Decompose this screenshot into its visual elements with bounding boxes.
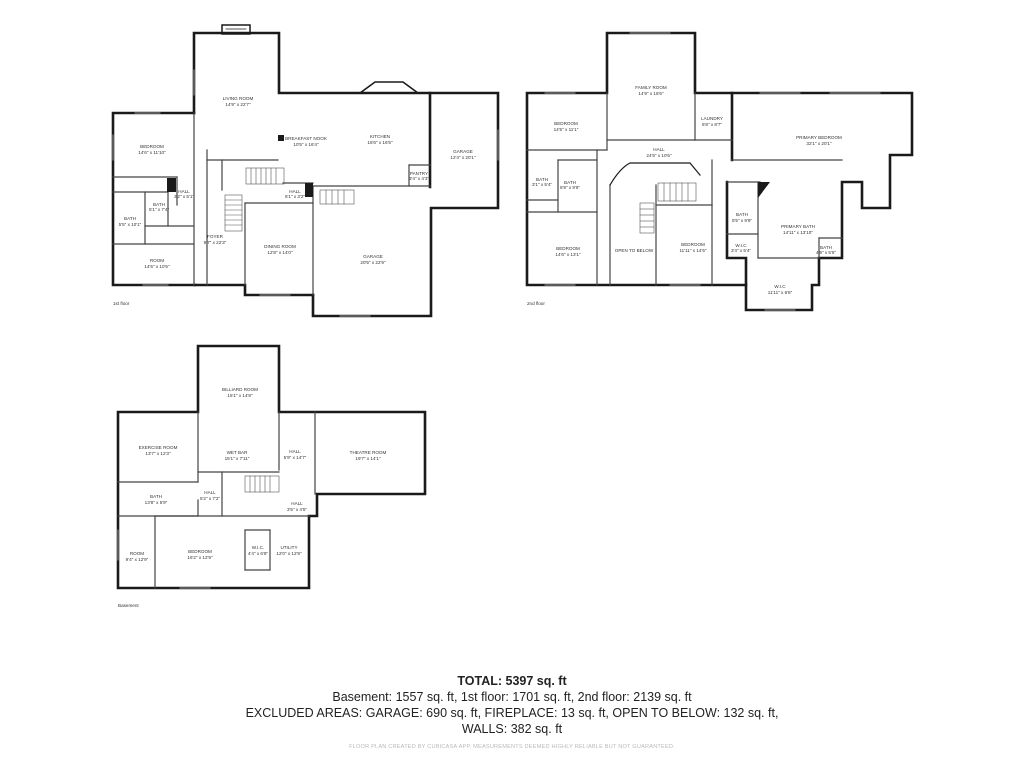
room-name-first-bath_a: BATH	[153, 202, 165, 207]
basement-plan	[116, 344, 427, 590]
room-dimensions-second-primary_bath: 14'11" x 13'10"	[783, 230, 813, 235]
room-name-second-bath_pb: BATH	[820, 245, 832, 250]
room-name-first-dining: DINING ROOM	[264, 244, 296, 249]
room-dimensions-first-pantry: 3'4" x 4'3"	[409, 176, 429, 181]
room-name-second-wic_small: W.I.C	[735, 243, 747, 248]
room-dimensions-basement-billiard: 15'1" x 14'8"	[227, 393, 253, 398]
second-floor-plan	[525, 31, 914, 312]
room-dimensions-first-bedroom: 14'6" x 11'10"	[138, 150, 166, 155]
floor-label-basement: Basement	[118, 603, 139, 608]
room-dimensions-basement-hall_a: 5'9" x 14'7"	[284, 455, 307, 460]
room-name-basement-hall_a: HALL	[289, 449, 301, 454]
floor-label-second: 2nd floor	[527, 301, 545, 306]
room-dimensions-second-wic_small: 3'4" x 5'4"	[731, 248, 751, 253]
room-name-basement-hall_b: HALL	[204, 490, 216, 495]
room-name-basement-wic: W.I.C.	[252, 545, 265, 550]
room-name-second-primary_bath: PRIMARY BATH	[781, 224, 815, 229]
room-dimensions-second-bath_e: 5'5" x 9'9"	[732, 218, 752, 223]
room-dimensions-first-bath_b: 5'5" x 10'1"	[119, 222, 142, 227]
room-name-first-garage_large: GARAGE	[363, 254, 383, 259]
room-name-first-hall_a: HALL	[178, 189, 190, 194]
room-dimensions-basement-wet_bar: 15'1" x 7'11"	[225, 456, 250, 461]
room-dimensions-second-bath_pb: 4'9" x 5'5"	[816, 250, 836, 255]
room-name-second-bedroom_s: BEDROOM	[681, 242, 705, 247]
room-name-basement-wet_bar: WET BAR	[227, 450, 249, 455]
room-name-basement-bath: BATH	[150, 494, 162, 499]
disclaimer: FLOOR PLAN CREATED BY CUBICASA APP. MEAS…	[349, 744, 675, 750]
room-name-second-otb: OPEN TO BELOW	[615, 248, 654, 253]
floor-label-first: 1st floor	[113, 301, 130, 306]
floor-areas: Basement: 1557 sq. ft, 1st floor: 1701 s…	[332, 690, 692, 704]
room-name-second-primary_bed: PRIMARY BEDROOM	[796, 135, 842, 140]
room-dimensions-second-hall: 24'5" x 10'6"	[646, 153, 672, 158]
room-dimensions-first-garage_small: 12'4" x 20'1"	[450, 155, 476, 160]
room-name-first-bedroom: BEDROOM	[140, 144, 164, 149]
room-dimensions-second-family: 14'9" x 16'6"	[638, 91, 664, 96]
room-dimensions-first-room: 14'5" x 10'5"	[144, 264, 170, 269]
room-name-second-hall: HALL	[653, 147, 665, 152]
room-name-first-bath_b: BATH	[124, 216, 136, 221]
room-name-second-bedroom_nw: BEDROOM	[554, 121, 578, 126]
room-dimensions-second-primary_bed: 32'1" x 20'1"	[806, 141, 832, 146]
room-name-basement-utility: UTILITY	[280, 545, 297, 550]
room-name-first-room: ROOM	[150, 258, 164, 263]
room-name-first-foyer: FOYER	[207, 234, 224, 239]
room-dimensions-basement-bath: 13'8" x 5'9"	[145, 500, 168, 505]
room-dimensions-first-hall_a: 3'2" x 5'1"	[174, 194, 194, 199]
total-area: TOTAL: 5397 sq. ft	[457, 674, 567, 688]
walls-area: WALLS: 382 sq. ft	[461, 722, 563, 736]
room-name-basement-hall_c: HALL	[291, 501, 303, 506]
room-dimensions-second-bedroom_s: 11'11" x 14'5"	[679, 248, 706, 253]
room-dimensions-second-bedroom_nw: 14'5" x 11'1"	[554, 127, 579, 132]
room-name-basement-room: ROOM	[130, 551, 144, 556]
room-dimensions-first-hall_b: 6'1" x 3'2"	[285, 194, 305, 199]
room-dimensions-second-bath_mid: 5'9" x 9'8"	[560, 185, 580, 190]
room-name-first-garage_small: GARAGE	[453, 149, 473, 154]
room-dimensions-first-kitchen: 16'6" x 16'5"	[367, 140, 393, 145]
room-dimensions-basement-hall_b: 5'2" x 7'2"	[200, 496, 220, 501]
room-dimensions-first-foyer: 9'7" x 22'3"	[204, 240, 227, 245]
room-dimensions-second-laundry: 6'8" x 8'7"	[702, 122, 722, 127]
room-name-first-living: LIVING ROOM	[223, 96, 254, 101]
room-dimensions-basement-room: 9'4" x 12'9"	[126, 557, 149, 562]
room-name-second-laundry: LAUNDRY	[701, 116, 723, 121]
room-name-second-bedroom_sw: BEDROOM	[556, 246, 580, 251]
room-dimensions-basement-theatre: 19'7" x 14'1"	[355, 456, 381, 461]
room-name-first-hall_b: HALL	[289, 189, 301, 194]
room-name-first-breakfast: BREAKFAST NOOK	[285, 136, 328, 141]
room-dimensions-first-breakfast: 10'5" x 16'4"	[293, 142, 319, 147]
room-name-basement-billiard: BILLIARD ROOM	[222, 387, 258, 392]
room-name-second-family: FAMILY ROOM	[635, 85, 667, 90]
room-name-basement-theatre: THEATRE ROOM	[350, 450, 387, 455]
room-dimensions-basement-exercise: 13'7" x 12'3"	[145, 451, 171, 456]
room-dimensions-first-garage_large: 20'5" x 22'9"	[360, 260, 386, 265]
room-dimensions-first-bath_a: 5'1" x 7'4"	[149, 207, 169, 212]
room-name-second-wic_large: W.I.C	[774, 284, 786, 289]
room-dimensions-second-wic_large: 11'11" x 6'8"	[768, 290, 793, 295]
room-dimensions-basement-utility: 12'0" x 12'9"	[276, 551, 302, 556]
first-floor-plan	[111, 24, 500, 318]
room-dimensions-first-living: 14'9" x 22'7"	[225, 102, 251, 107]
room-dimensions-basement-wic: 4'4" x 6'9"	[248, 551, 268, 556]
room-name-second-bath_mid: BATH	[564, 180, 576, 185]
room-name-second-bath_e: BATH	[736, 212, 748, 217]
room-dimensions-first-dining: 12'8" x 14'0"	[267, 250, 293, 255]
excluded-areas: EXCLUDED AREAS: GARAGE: 690 sq. ft, FIRE…	[245, 706, 779, 720]
room-name-first-kitchen: KITCHEN	[370, 134, 390, 139]
room-dimensions-basement-hall_c: 3'5" x 4'5"	[287, 507, 307, 512]
room-dimensions-second-bedroom_sw: 14'6" x 13'1"	[555, 252, 581, 257]
room-dimensions-basement-bedroom: 16'2" x 12'9"	[187, 555, 213, 560]
area-summary: TOTAL: 5397 sq. ft Basement: 1557 sq. ft…	[0, 673, 1024, 737]
room-dimensions-second-bath_small: 3'1" x 5'4"	[532, 182, 552, 187]
room-name-basement-exercise: EXERCISE ROOM	[139, 445, 178, 450]
room-name-first-pantry: PANTRY	[410, 171, 428, 176]
room-name-basement-bedroom: BEDROOM	[188, 549, 212, 554]
room-name-second-bath_small: BATH	[536, 177, 548, 182]
